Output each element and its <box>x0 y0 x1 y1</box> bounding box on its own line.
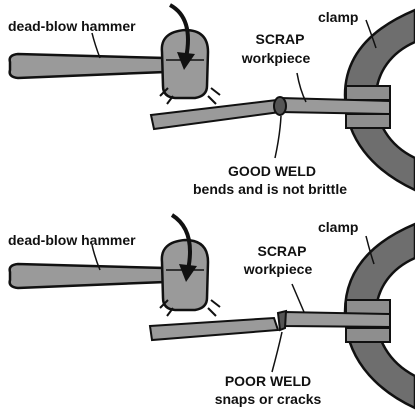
leaders-top <box>91 19 377 159</box>
clamp-jaw-upper <box>345 85 391 101</box>
hammer-label-bottom: dead-blow hammer <box>8 232 136 248</box>
dead-blow-hammer-bottom <box>8 238 210 312</box>
clamp-top <box>343 8 415 192</box>
result-label-top-2: bends and is not brittle <box>193 181 347 197</box>
result-label-top-1: GOOD WELD <box>228 163 316 179</box>
result-label-bottom-2: snaps or cracks <box>215 391 322 407</box>
scrap-label-bottom-1: SCRAP <box>257 243 306 259</box>
result-label-bottom-1: POOR WELD <box>225 373 311 389</box>
dead-blow-hammer-top <box>8 28 210 100</box>
clamp-bottom <box>343 222 415 410</box>
clamp-label-bottom: clamp <box>318 219 358 235</box>
bottom-panel: dead-blow hammer clamp SCRAP workpiece P… <box>8 213 415 410</box>
clamp-jaw-upper <box>345 299 391 315</box>
broken-weld-bottom <box>276 309 288 332</box>
scrap-workpiece-top <box>279 96 391 116</box>
clamp-label-top: clamp <box>318 9 358 25</box>
hammer-label-top: dead-blow hammer <box>8 18 136 34</box>
scrap-label-top-2: workpiece <box>241 50 311 66</box>
motion-arrow-bottom <box>170 213 197 282</box>
scrap-label-bottom-2: workpiece <box>243 261 313 277</box>
impact-marks-bottom <box>159 299 221 317</box>
impact-marks-top <box>159 87 221 105</box>
clamp-jaw-lower <box>345 113 391 129</box>
leaders-bottom <box>91 235 375 373</box>
scrap-workpiece-bottom <box>283 310 391 329</box>
motion-arrow-top <box>168 3 195 70</box>
test-piece-bottom <box>148 316 280 342</box>
weld-bead-top <box>273 96 287 116</box>
clamp-jaw-lower <box>345 327 391 343</box>
scrap-label-top-1: SCRAP <box>255 31 304 47</box>
top-panel: dead-blow hammer clamp SCRAP workpiece G… <box>8 3 415 197</box>
